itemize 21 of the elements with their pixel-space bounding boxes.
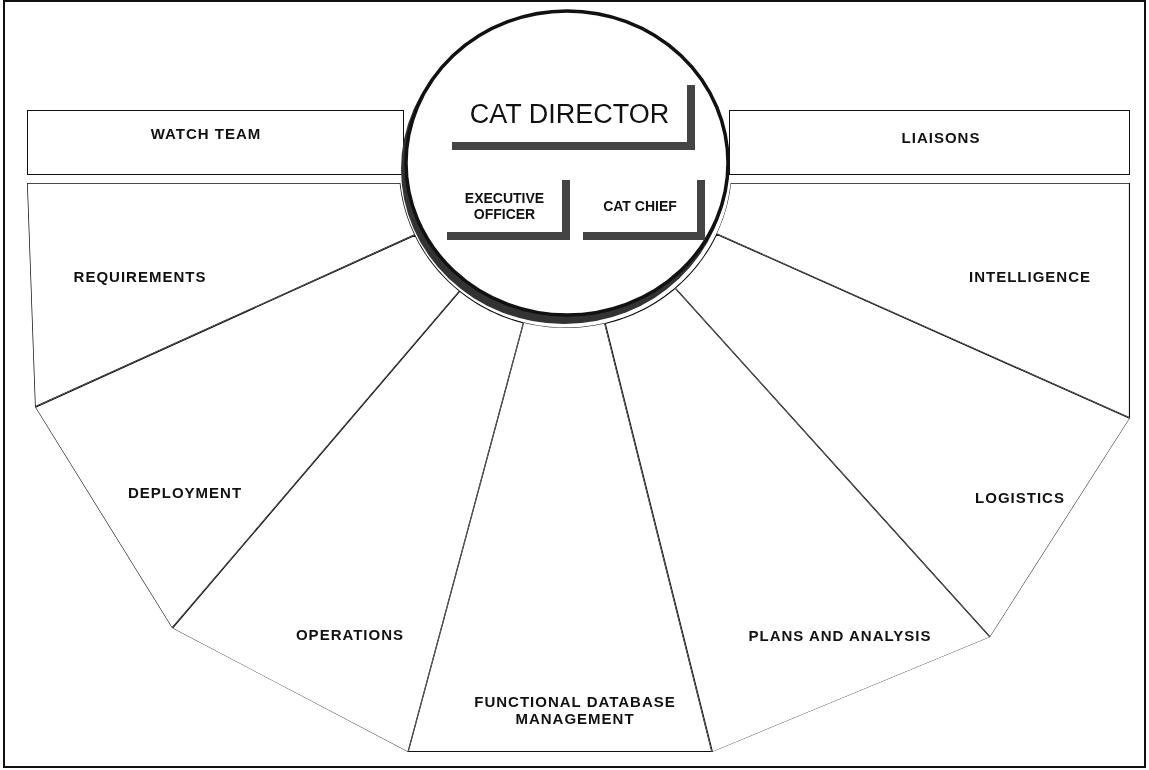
org-segment [408,322,712,752]
unit-label: WATCH TEAM [149,125,263,142]
unit-label: LOGISTICS [974,489,1066,506]
unit-label: LIAISONS [900,129,982,146]
position-box [583,180,705,240]
unit-label: DEPLOYMENT [126,484,244,501]
org-band [27,110,404,175]
org-segment [35,234,460,628]
org-segment [716,183,1130,418]
org-segment [27,183,416,407]
position-label: CAT CHIEF [602,198,678,214]
unit-label: PLANS AND ANALYSIS [747,627,933,644]
unit-label: FUNCTIONAL DATABASE MANAGEMENT [473,693,677,727]
unit-label: REQUIREMENTS [72,268,208,285]
unit-label: INTELLIGENCE [967,268,1092,285]
position-box [447,180,570,240]
org-band [729,110,1130,175]
position-label: EXECUTIVE OFFICER [463,190,546,222]
position-label: CAT DIRECTOR [468,98,671,129]
position-box [452,85,695,150]
unit-label: OPERATIONS [294,626,406,643]
